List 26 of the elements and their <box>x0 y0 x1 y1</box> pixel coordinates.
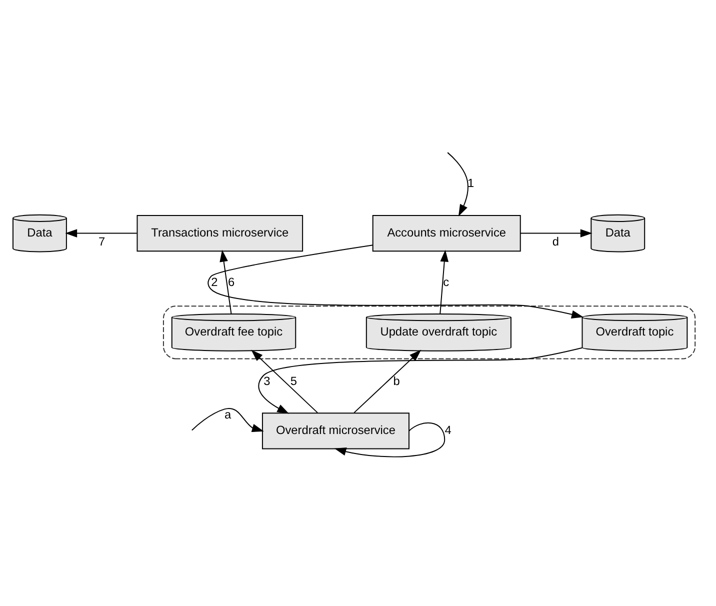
arrow <box>440 250 449 314</box>
edge-label: 3 <box>264 374 270 388</box>
arrow <box>258 347 582 414</box>
edge-label: c <box>443 274 450 289</box>
edge-label: 5 <box>290 374 297 388</box>
edge-label: 4 <box>444 423 452 438</box>
edge-label: 6 <box>228 274 235 289</box>
arrow <box>220 250 232 314</box>
arrow <box>208 244 584 318</box>
arrow <box>251 350 318 414</box>
arrow <box>520 229 592 238</box>
cluster <box>162 306 696 360</box>
edge-label: 7 <box>98 234 106 249</box>
node-box: Transactions microservice <box>136 214 304 252</box>
edge-label: b <box>393 374 400 388</box>
arrow <box>354 350 422 414</box>
edge-label: a <box>224 408 232 422</box>
arrow <box>334 422 446 458</box>
arrow <box>447 152 468 216</box>
arrow <box>191 408 264 432</box>
arrow <box>65 229 138 238</box>
node-box: Overdraft microservice <box>262 412 410 450</box>
node-box: Accounts microservice <box>372 214 521 252</box>
edge-label: 1 <box>468 176 474 190</box>
edge-label: 2 <box>211 274 218 289</box>
edge-label: d <box>552 234 560 249</box>
